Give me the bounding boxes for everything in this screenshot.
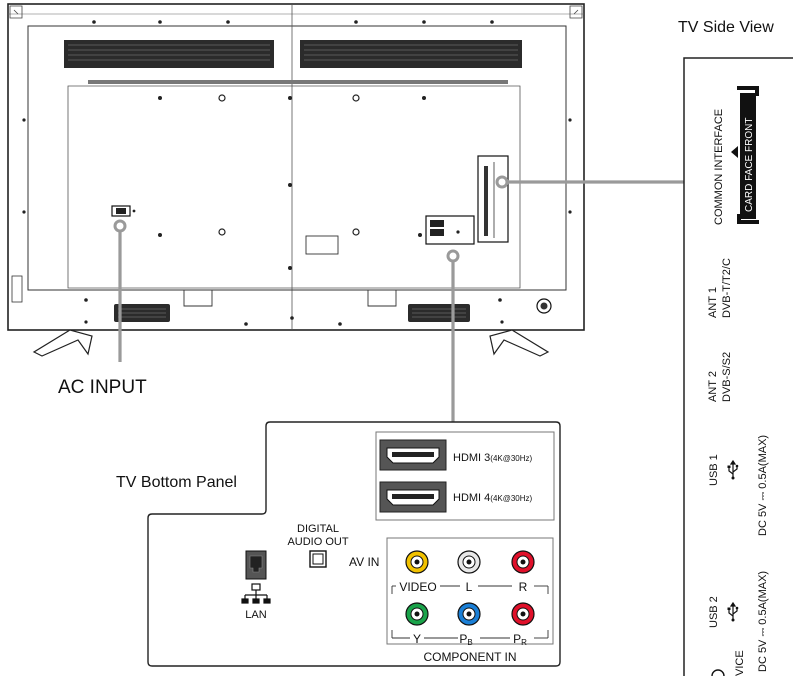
callout-dot-bottom [446, 249, 460, 263]
ci-arrow-icon [731, 146, 738, 158]
wall-mount-holes [218, 94, 360, 236]
side-view-title: TV Side View [678, 19, 774, 36]
bottom-panel-title: TV Bottom Panel [116, 474, 237, 491]
rca-video-jack [405, 550, 429, 574]
svg-text:HDMI 4(4K@30Hz): HDMI 4(4K@30Hz) [453, 492, 533, 504]
pr-label: P [513, 632, 521, 646]
svg-text:PR: PR [513, 632, 527, 647]
pb-label: P [459, 632, 467, 646]
slot-bar [88, 80, 508, 84]
lan-label: LAN [245, 609, 266, 621]
audio-right-label: R [519, 580, 528, 594]
usb2-label: USB 2 [708, 596, 720, 628]
ac-socket [111, 205, 136, 217]
rear-cover-panel [67, 85, 521, 289]
side-panel-outline [683, 57, 793, 676]
callout-lines [118, 180, 684, 424]
hdmi3-port [379, 439, 447, 471]
rca-y-jack [405, 602, 429, 626]
ac-input-label: AC INPUT [58, 377, 147, 398]
card-slot [737, 86, 759, 224]
ant2-standard: DVB-S/S2 [721, 352, 733, 402]
corner-bracket-tl [9, 5, 23, 19]
rca-audio-left-jack [457, 550, 481, 574]
top-vent-right [300, 40, 522, 68]
y-label: Y [413, 632, 421, 646]
av-in-label: AV IN [349, 555, 379, 569]
rca-audio-right-jack [511, 550, 535, 574]
lan-port [245, 550, 267, 580]
hdmi3-note: (4K@30Hz) [490, 454, 532, 463]
stand-right [489, 329, 550, 357]
svg-text:HDMI 3(4K@30Hz): HDMI 3(4K@30Hz) [453, 452, 533, 464]
partial-port-icon [711, 669, 725, 676]
side-connector-block [477, 155, 509, 243]
corner-bracket-tr [569, 5, 583, 19]
label-plate [305, 235, 339, 255]
tv-side-view: TV Side View COMMON INTERFACE CARD FACE … [678, 19, 793, 676]
network-icon [241, 583, 271, 604]
hdmi4-note: (4K@30Hz) [490, 494, 532, 503]
card-face-front-label: CARD FACE FRONT [744, 118, 755, 212]
tv-back-view [7, 3, 585, 357]
partial-port-label: VICE [734, 650, 746, 676]
callout-dot-ac [113, 219, 127, 233]
video-label: VIDEO [399, 580, 436, 594]
usb1-power-rating: DC 5V ⎓ 0.5A(MAX) [757, 435, 769, 536]
callout-dot-side [495, 175, 509, 189]
hdmi4-port [379, 481, 447, 513]
hdmi3-label: HDMI 3 [453, 452, 490, 464]
rca-pb-jack [457, 602, 481, 626]
rca-pr-jack [511, 602, 535, 626]
audio-left-label: L [466, 580, 473, 594]
usb2-power-rating: DC 5V ⎓ 0.5A(MAX) [757, 571, 769, 672]
common-interface-label: COMMON INTERFACE [713, 109, 725, 225]
screw-dots [22, 20, 572, 326]
coax-connector-bottom [536, 298, 552, 314]
digital-audio-label-2: AUDIO OUT [287, 536, 348, 548]
ant2-label: ANT 2 [707, 371, 719, 402]
hdmi4-label: HDMI 4 [453, 492, 490, 504]
usb1-icon [727, 459, 739, 480]
optical-port [309, 550, 327, 568]
bottom-connector-block [425, 215, 475, 245]
usb2-icon [727, 601, 739, 622]
digital-audio-label-1: DIGITAL [297, 523, 339, 535]
usb1-label: USB 1 [708, 454, 720, 486]
pr-subscript: R [521, 638, 527, 647]
ant1-standard: DVB-T/T2/C [721, 258, 733, 318]
svg-text:PB: PB [459, 632, 472, 647]
ant1-label: ANT 1 [707, 287, 719, 318]
top-vent-left [64, 40, 274, 68]
pb-subscript: B [467, 638, 472, 647]
tv-bottom-panel: TV Bottom Panel HDMI 3(4K@30Hz) HDMI 4(4… [116, 421, 561, 667]
stand-left [32, 329, 93, 357]
component-in-label: COMPONENT IN [423, 650, 516, 664]
